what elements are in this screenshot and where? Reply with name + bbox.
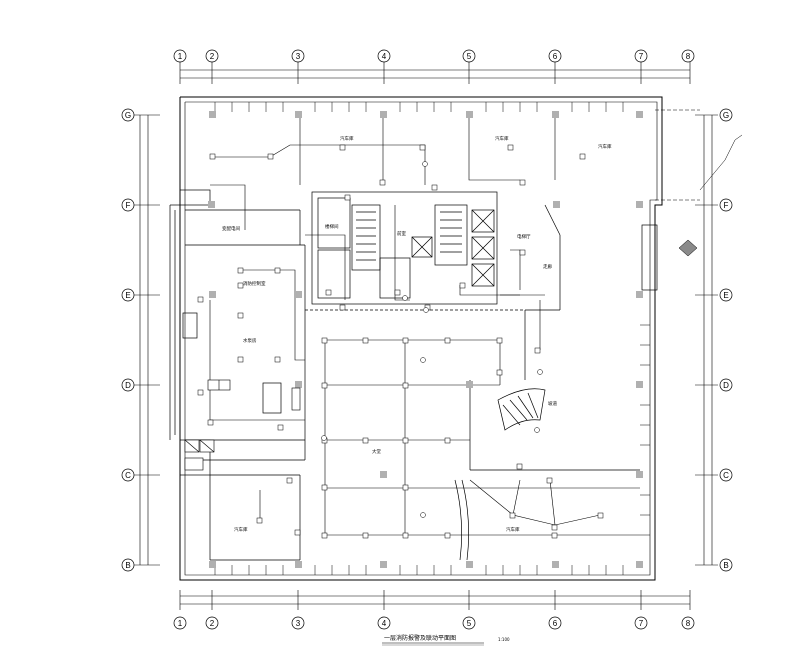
axis-label-col-5: 5 (467, 52, 472, 61)
room-label-lobby: 前室 (397, 230, 406, 237)
room-label-garage-top-left: 汽车库 (340, 135, 354, 142)
axis-label-row-c: C (125, 471, 131, 480)
axis-label-row-c-right: C (723, 471, 729, 480)
axis-label-row-f-right: F (724, 201, 729, 210)
axis-label-row-e-right: E (723, 291, 728, 300)
alarm-wiring (209, 115, 640, 536)
axis-label-row-f: F (126, 201, 131, 210)
right-dimension-chain (695, 114, 718, 566)
drawing-title: 一层消防报警及联动平面图 (384, 634, 456, 642)
axis-label-col-1: 1 (178, 52, 183, 61)
axis-label-col-7-bottom: 7 (639, 619, 644, 628)
axis-label-col-6: 6 (553, 52, 558, 61)
bottom-axis-bubbles: 1 2 3 4 5 6 7 8 (173, 616, 695, 630)
room-label-hall: 大堂 (372, 448, 381, 455)
axis-label-col-5-bottom: 5 (467, 619, 472, 628)
right-axis-bubbles: G F E D C B (719, 108, 733, 572)
axis-label-col-4: 4 (382, 52, 387, 61)
axis-label-col-3: 3 (296, 52, 301, 61)
equipment-panels (184, 379, 301, 471)
axis-label-col-1-bottom: 1 (178, 619, 183, 628)
room-label-garage-top-right: 汽车库 (598, 143, 612, 150)
axis-label-col-6-bottom: 6 (553, 619, 558, 628)
axis-label-col-3-bottom: 3 (296, 619, 301, 628)
axis-label-col-2-bottom: 2 (210, 619, 215, 628)
room-label-stair-room: 楼梯间 (325, 223, 339, 230)
axis-label-col-8: 8 (686, 52, 691, 61)
parking-bay-ticks (214, 102, 650, 575)
axis-label-row-g: G (125, 111, 131, 120)
ramp-curve (454, 388, 546, 561)
room-label-ramp: 坡道 (548, 400, 557, 407)
drawing-title-block: 一层消防报警及联动平面图 1:100 (382, 634, 510, 646)
bottom-dimension-chain (179, 590, 691, 610)
axis-label-row-b: B (125, 561, 130, 570)
device-modules (197, 144, 604, 539)
stair-core (311, 191, 498, 305)
room-label-pump-room: 水泵房 (243, 337, 257, 344)
building-outline (179, 96, 743, 581)
room-label-control-room: 消防控制室 (243, 280, 266, 287)
drawing-scale: 1:100 (498, 637, 510, 642)
axis-label-col-8-bottom: 8 (686, 619, 691, 628)
axis-label-row-d-right: D (723, 381, 729, 390)
top-dimension-chain (179, 62, 691, 84)
room-label-elevator-hall: 电梯厅 (517, 233, 531, 240)
room-label-garage-bottom-right: 汽车库 (506, 526, 520, 533)
axis-label-row-d: D (125, 381, 131, 390)
index-diamond-icon (678, 239, 698, 257)
room-labels: 汽车库 汽车库 汽车库 变配电间 楼梯间 前室 电梯厅 走廊 大堂 汽车库 汽车… (222, 135, 612, 533)
top-axis-bubbles: 1 2 3 4 5 6 7 8 (173, 49, 695, 63)
axis-label-row-g-right: G (723, 111, 729, 120)
device-smoke-detectors (208, 111, 643, 568)
interior-walls (169, 189, 658, 561)
axis-label-col-2: 2 (210, 52, 215, 61)
room-label-corridor: 走廊 (543, 263, 552, 270)
axis-label-col-4-bottom: 4 (382, 619, 387, 628)
room-label-garage-top-mid: 汽车库 (495, 135, 509, 142)
axis-label-row-e: E (125, 291, 130, 300)
left-dimension-chain (134, 114, 160, 566)
axis-label-col-7: 7 (639, 52, 644, 61)
room-label-garage-bottom-left: 汽车库 (234, 526, 248, 533)
axis-label-row-b-right: B (723, 561, 728, 570)
room-label-transformer: 变配电间 (222, 225, 240, 232)
left-axis-bubbles: G F E D C B (121, 108, 135, 572)
device-sound-light-alarms (321, 161, 543, 518)
